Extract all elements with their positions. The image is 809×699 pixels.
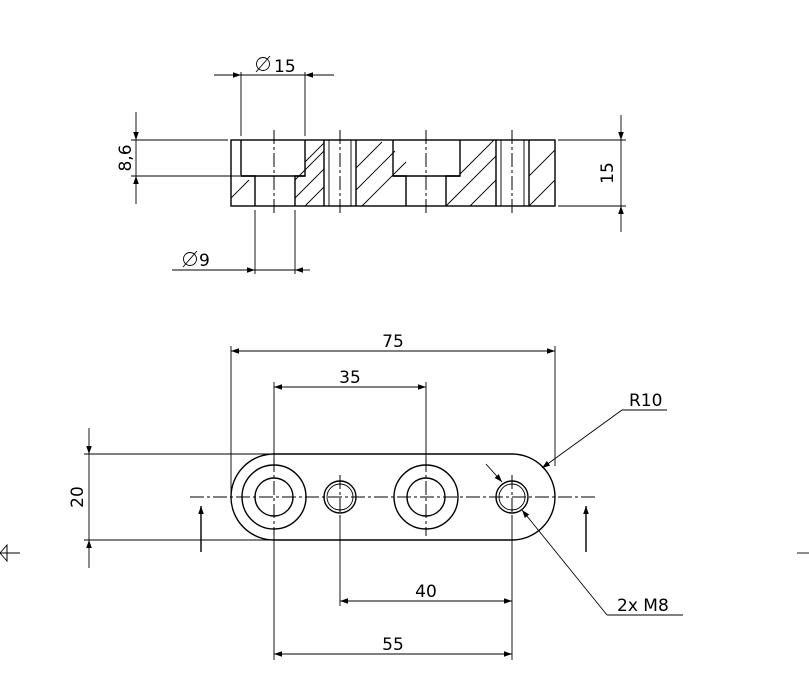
dim-width: 20 bbox=[68, 428, 272, 568]
section-view: 15 8,6 15 bbox=[116, 55, 626, 274]
thread-callout-value: 2x M8 bbox=[617, 596, 669, 616]
plan-view: 75 35 20 40 bbox=[68, 332, 683, 660]
left-counterbore-edge bbox=[240, 140, 256, 206]
dim-hole-diameter-value: 9 bbox=[199, 251, 210, 271]
dim-counterbore-diameter-value: 15 bbox=[274, 57, 296, 77]
dim-overall-length-value: 75 bbox=[382, 332, 404, 352]
dim-outer-spacing-value: 55 bbox=[382, 635, 404, 655]
dim-thickness: 15 bbox=[558, 115, 626, 232]
dim-counterbore-diameter: 15 bbox=[214, 55, 334, 136]
dim-hole-spacing-value: 35 bbox=[339, 368, 361, 388]
dim-thread-spacing: 40 bbox=[339, 516, 513, 606]
dim-counterbore-depth-value: 8,6 bbox=[116, 144, 136, 171]
dim-hole-diameter: 9 bbox=[172, 210, 310, 274]
dim-outer-spacing: 55 bbox=[273, 532, 513, 660]
sheet-marks bbox=[0, 543, 809, 563]
middle-counterbore-edge-right bbox=[445, 140, 461, 206]
dim-thickness-value: 15 bbox=[598, 162, 618, 184]
radius-callout: R10 bbox=[541, 391, 667, 469]
radius-callout-value: R10 bbox=[629, 391, 662, 411]
dim-overall-length: 75 bbox=[230, 332, 556, 494]
dim-thread-spacing-value: 40 bbox=[415, 582, 437, 602]
counterbore-left-outer bbox=[241, 464, 307, 530]
section-hatching bbox=[231, 140, 555, 207]
dim-counterbore-depth: 8,6 bbox=[116, 112, 240, 204]
dim-hole-spacing: 35 bbox=[273, 368, 427, 462]
thread-callout: 2x M8 bbox=[485, 463, 683, 616]
dim-width-value: 20 bbox=[68, 486, 88, 508]
